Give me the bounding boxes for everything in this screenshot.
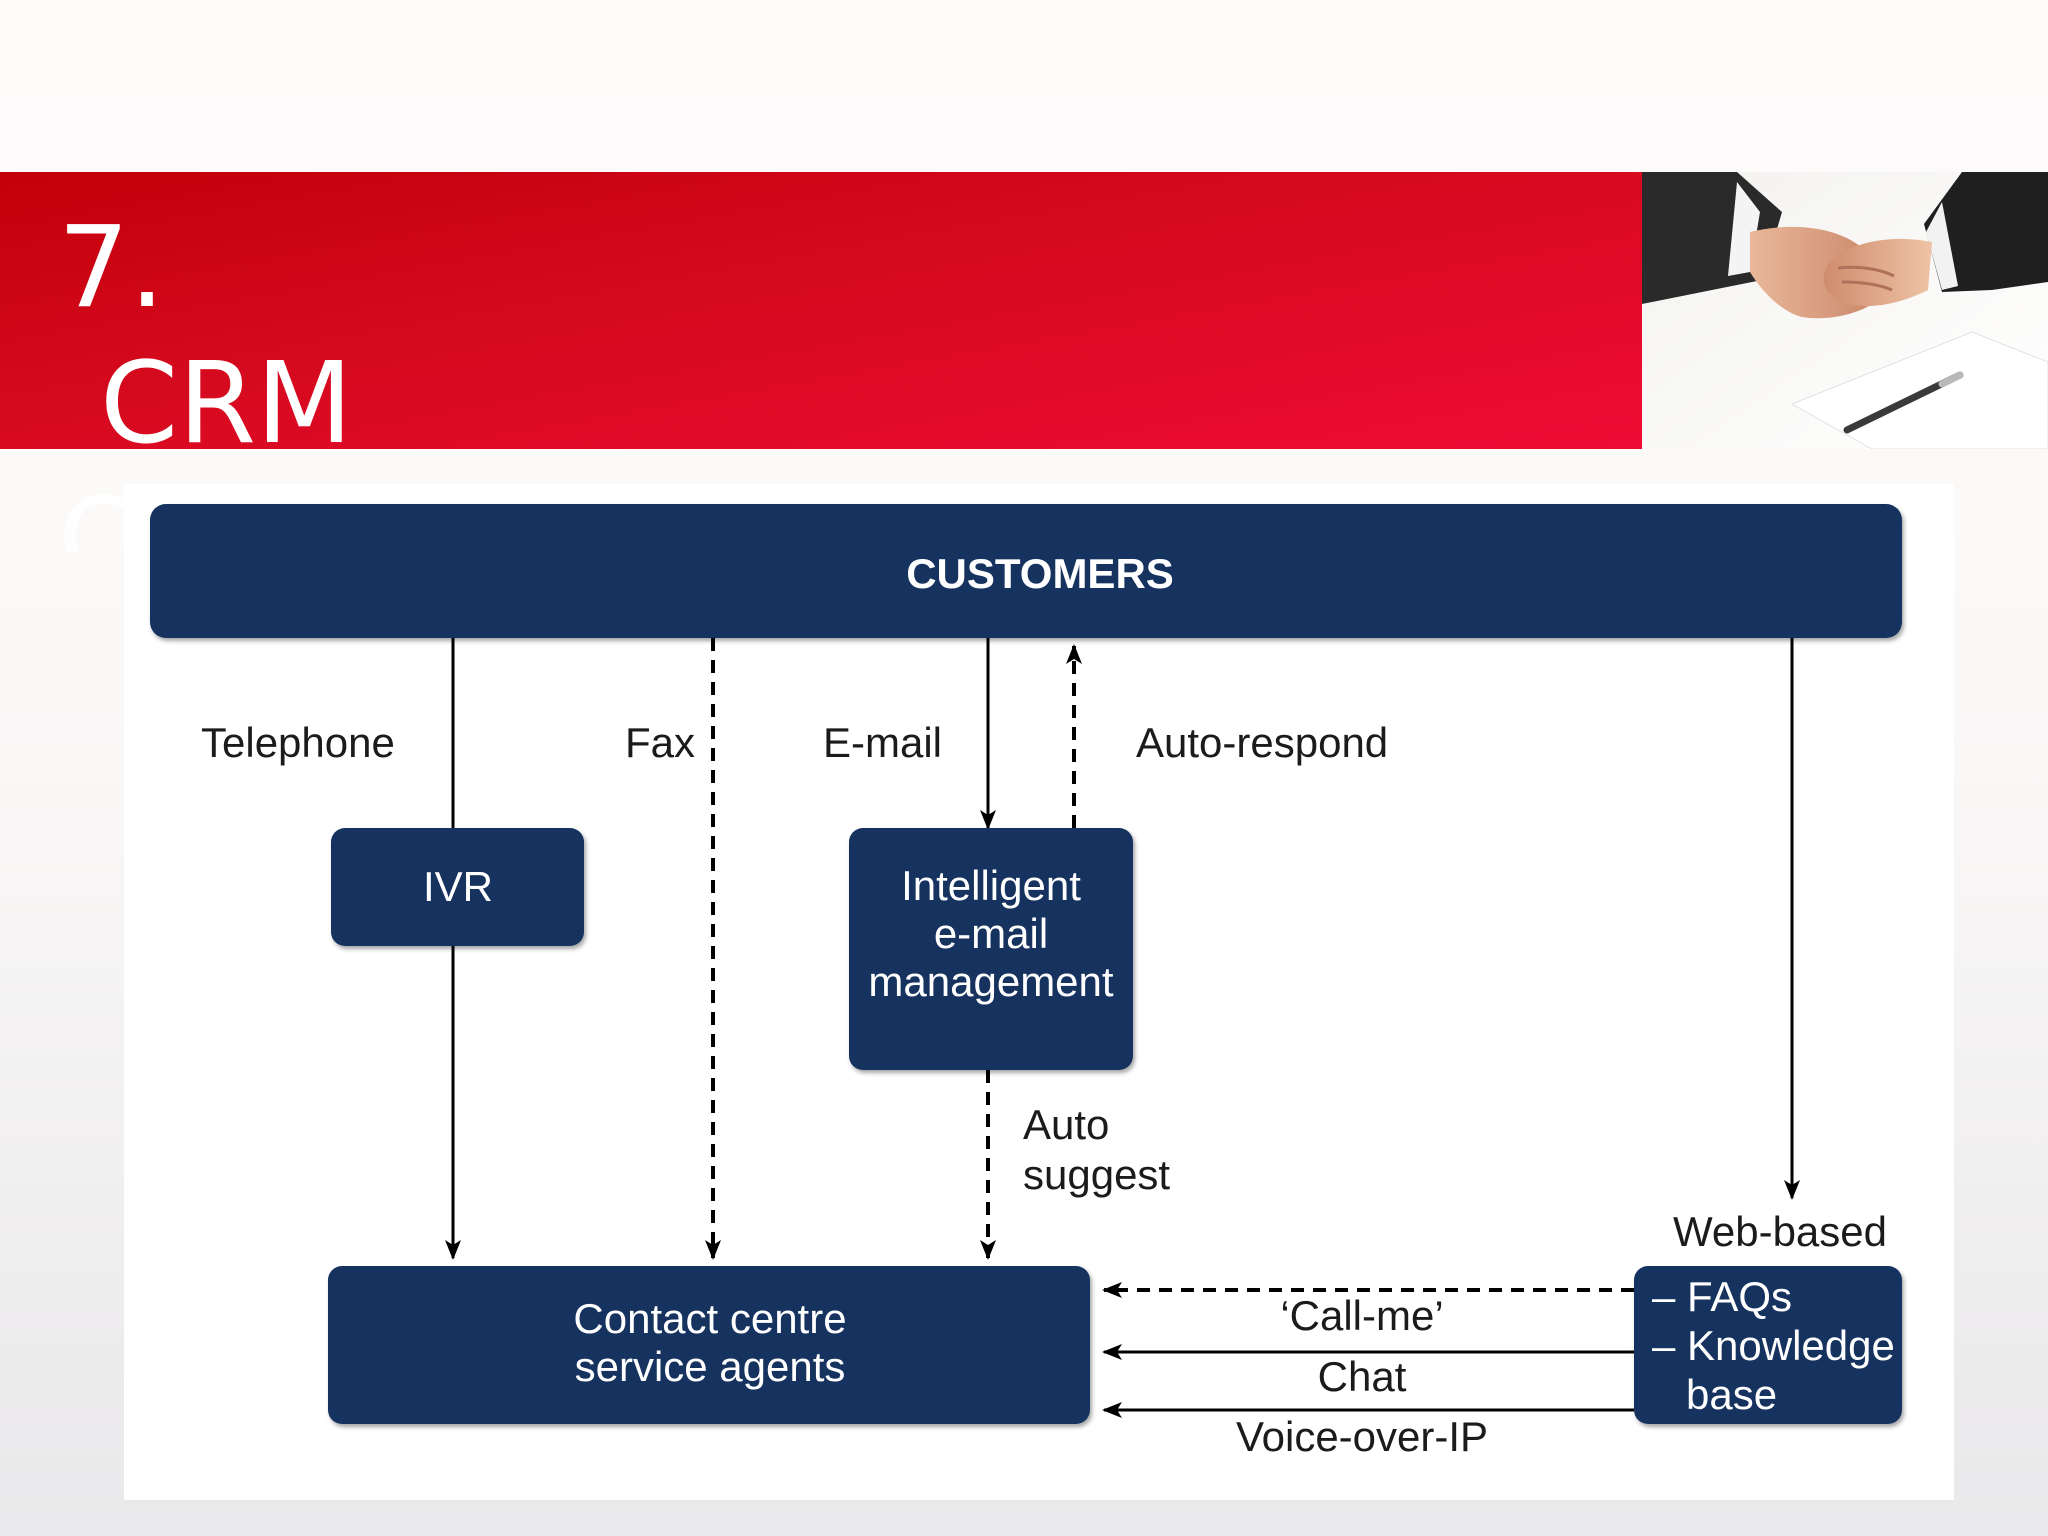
contact-centre-line-2: service agents	[575, 1343, 846, 1390]
voip-label: Voice-over-IP	[1236, 1413, 1488, 1460]
email-management-line-3: management	[868, 958, 1113, 1005]
web-box-line-1: – FAQs	[1652, 1273, 1792, 1320]
customers-label: CUSTOMERS	[906, 550, 1174, 597]
auto-suggest-line-1: Auto	[1023, 1101, 1109, 1148]
call-me-label: ‘Call-me’	[1280, 1292, 1443, 1339]
slide-title: 7. CRM C	[58, 200, 353, 552]
email-management-line-1: Intelligent	[901, 862, 1081, 909]
web-based-box: – FAQs – Knowledge base	[1634, 1266, 1902, 1424]
auto-suggest-line-2: suggest	[1023, 1151, 1170, 1198]
slide-title-word: CRM	[100, 339, 353, 469]
customers-box: CUSTOMERS	[150, 504, 1902, 638]
title-banner	[0, 172, 1642, 449]
ivr-box: IVR	[331, 828, 584, 946]
web-box-line-3: base	[1686, 1371, 1777, 1418]
slide-title-cutoff: C	[58, 475, 137, 552]
crm-diagram: CUSTOMERS IVR Intelligent e-mail managem…	[124, 484, 1954, 1500]
handshake-photo	[1642, 172, 2048, 449]
auto-respond-label: Auto-respond	[1136, 719, 1388, 766]
telephone-label: Telephone	[201, 719, 395, 766]
web-box-line-2: – Knowledge	[1652, 1322, 1895, 1369]
email-label: E-mail	[823, 719, 942, 766]
contact-centre-line-1: Contact centre	[573, 1295, 846, 1342]
slide-number: 7.	[58, 203, 165, 333]
email-management-line-2: e-mail	[934, 910, 1048, 957]
email-management-box: Intelligent e-mail management	[849, 828, 1133, 1070]
contact-centre-box: Contact centre service agents	[328, 1266, 1090, 1424]
web-based-label: Web-based	[1673, 1208, 1887, 1255]
chat-label: Chat	[1318, 1353, 1407, 1400]
ivr-label: IVR	[423, 863, 493, 910]
fax-label: Fax	[625, 719, 695, 766]
